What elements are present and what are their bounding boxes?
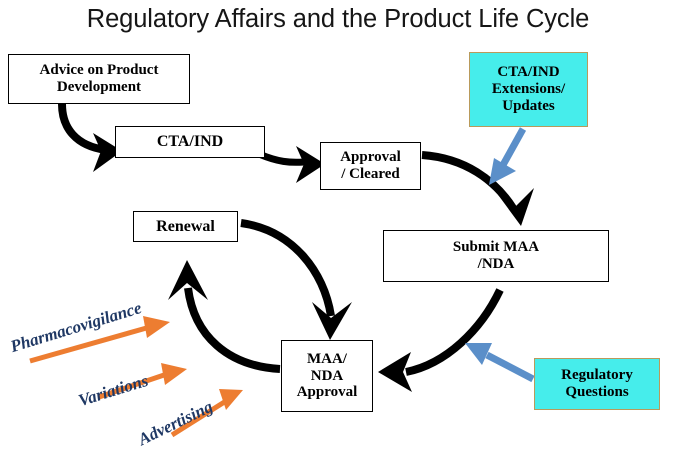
connector-variations-arrow <box>98 363 187 400</box>
connector-regulatory-questions-to-flow <box>465 343 535 383</box>
node-advice-on-product-development[interactable]: Advice on Product Development <box>8 54 190 104</box>
connector-advertising-arrow <box>170 389 243 438</box>
node-cta-ind-extensions-updates[interactable]: CTA/IND Extensions/ Updates <box>469 52 588 127</box>
connector-approval-to-submit <box>421 151 534 226</box>
page-title: Regulatory Affairs and the Product Life … <box>86 5 590 33</box>
connector-maa-approval-to-renewal <box>168 260 281 373</box>
connector-advice-to-cta <box>58 103 122 172</box>
node-renewal[interactable]: Renewal <box>133 211 238 242</box>
connector-cta-to-approval <box>257 146 325 183</box>
connector-cta-extensions-to-flow <box>489 127 527 185</box>
node-approval-cleared[interactable]: Approval / Cleared <box>320 142 421 190</box>
node-maa-nda-approval[interactable]: MAA/ NDA Approval <box>281 340 373 412</box>
connector-renewal-to-maa-approval <box>240 219 352 340</box>
connector-submit-to-maa-approval <box>378 288 504 392</box>
node-submit-maa-nda[interactable]: Submit MAA /NDA <box>383 230 609 282</box>
connector-pharmacovigilance-arrow <box>29 316 170 364</box>
node-regulatory-questions[interactable]: Regulatory Questions <box>534 358 660 410</box>
node-cta-ind[interactable]: CTA/IND <box>115 126 265 158</box>
